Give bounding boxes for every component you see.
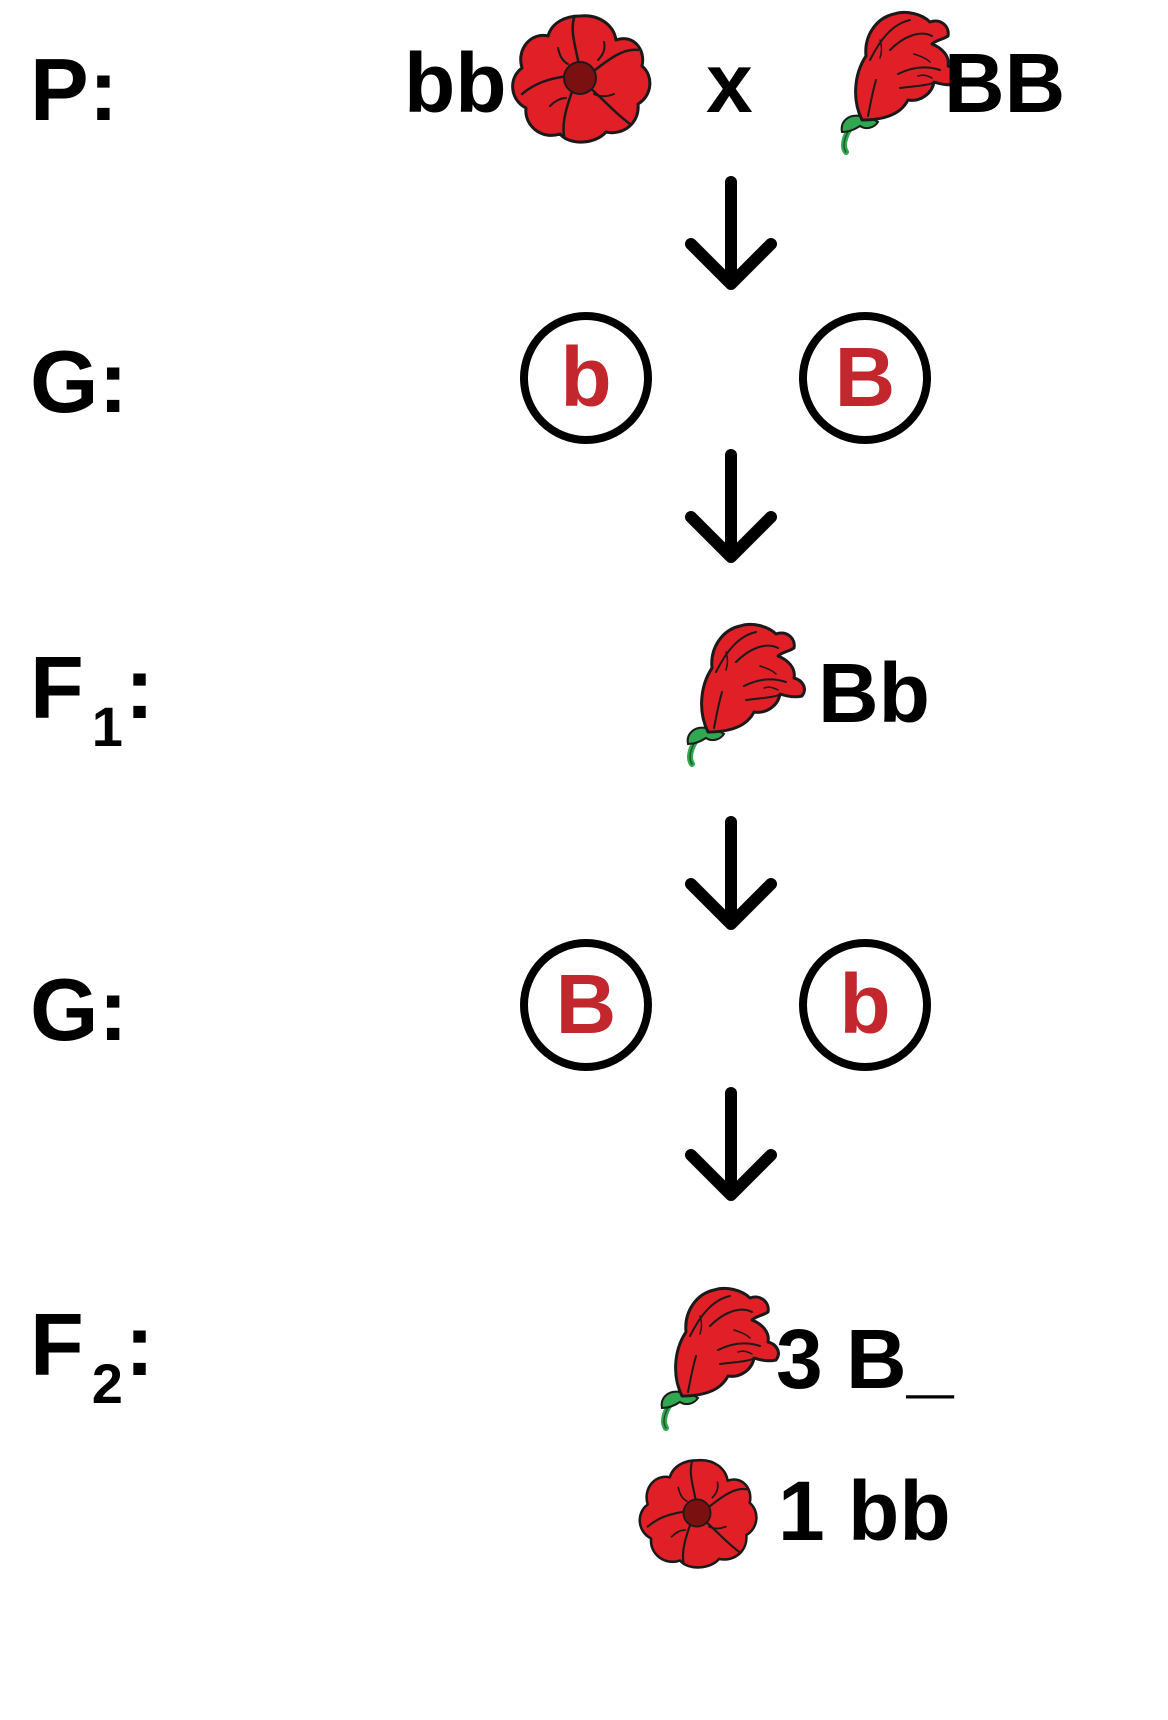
f1-genotype: Bb — [818, 646, 930, 740]
arrow-down-icon — [691, 822, 771, 924]
row-label-p: P: — [30, 40, 118, 139]
round-red-flower-icon — [638, 1458, 758, 1569]
snapdragon-flower-icon — [842, 12, 959, 152]
gamete-circle — [520, 939, 652, 1071]
snapdragon-flower-icon — [688, 624, 805, 764]
snapdragon-flower-icon — [662, 1288, 779, 1428]
arrow-down-icon — [691, 1093, 771, 1195]
gamete-circle — [799, 312, 931, 444]
gamete-circle — [520, 312, 652, 444]
f2-result-recessive: 1 bb — [778, 1464, 951, 1558]
row-gametes-1: G: b B — [30, 312, 931, 444]
row-label-g2: G: — [30, 960, 128, 1059]
parent-genotype-BB: BB — [944, 36, 1065, 130]
gamete-allele-B: B — [556, 957, 617, 1051]
cross-symbol: x — [706, 36, 753, 130]
gamete-allele-b: b — [839, 957, 890, 1051]
f2-result-dominant: 3 B_ — [776, 1312, 955, 1406]
row-label-g1: G: — [30, 332, 128, 431]
gamete-allele-B: B — [835, 330, 896, 424]
gamete-allele-b: b — [560, 330, 611, 424]
round-red-flower-icon — [511, 14, 652, 144]
parent-genotype-bb: bb — [404, 36, 507, 130]
arrow-down-icon — [691, 455, 771, 557]
row-parents: P: bb x BB — [30, 12, 1065, 152]
arrow-down-icon — [691, 182, 771, 284]
row-gametes-2: G: B b — [30, 939, 931, 1071]
gamete-circle — [799, 939, 931, 1071]
